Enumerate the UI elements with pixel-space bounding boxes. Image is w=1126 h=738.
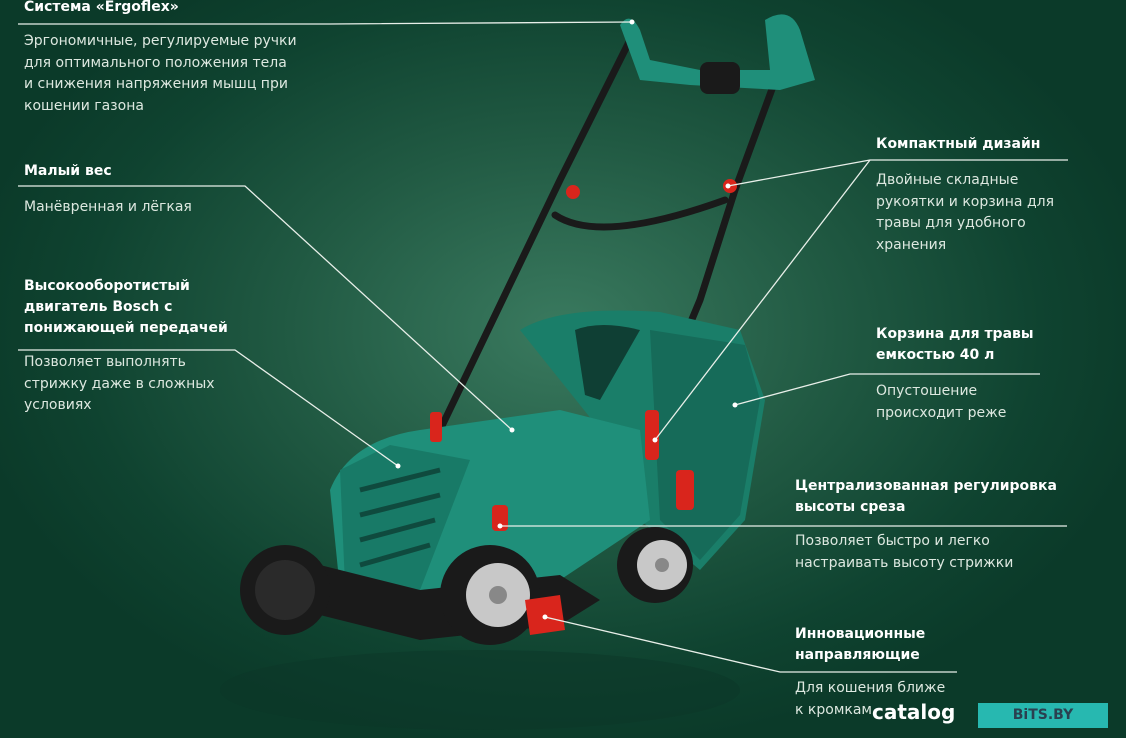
handle-switch — [700, 62, 740, 94]
feature-title: Высокооборотистый — [24, 278, 190, 294]
feature-desc: хранения — [876, 236, 947, 253]
feature-title: двигатель Bosch с — [24, 299, 173, 315]
feature-desc: к кромкам — [795, 701, 872, 718]
feature-desc: рукоятки и корзина для — [876, 193, 1055, 210]
feature-desc: травы для удобного — [876, 215, 1026, 231]
feature-edge-guides: Инновационные направляющие Для кошения б… — [795, 624, 945, 721]
leader-lines — [18, 21, 1068, 673]
fold-clamp — [430, 412, 442, 442]
feature-desc: Манёвренная и лёгкая — [24, 199, 192, 215]
feature-desc: происходит реже — [876, 404, 1007, 421]
feature-desc: настраивать высоту стрижки — [795, 554, 1014, 571]
feature-title: емкостью 40 л — [876, 347, 995, 363]
grass-box-handle — [575, 325, 640, 400]
motor-cover — [340, 445, 470, 590]
wheel — [440, 545, 540, 645]
feature-desc: кошении газона — [24, 97, 144, 114]
grass-box-latch — [676, 470, 694, 510]
feature-ergoflex: Система «Ergoflex» Эргономичные, регулир… — [24, 0, 297, 117]
motor-vents — [359, 467, 441, 568]
feature-title: Корзина для травы — [876, 326, 1034, 342]
feature-title: направляющие — [795, 647, 920, 663]
feature-title: Компактный дизайн — [876, 136, 1041, 152]
feature-title: Система «Ergoflex» — [24, 0, 179, 15]
feature-desc: Для кошения ближе — [795, 680, 946, 696]
feature-desc: Двойные складные — [876, 172, 1019, 188]
wheel — [617, 527, 693, 603]
feature-desc: Позволяет быстро и легко — [795, 533, 990, 549]
feature-desc: Эргономичные, регулируемые ручки — [24, 33, 297, 49]
feature-desc: и снижения напряжения мышц при — [24, 76, 288, 92]
feature-desc: условиях — [24, 397, 92, 413]
feature-compact: Компактный дизайн Двойные складные рукоя… — [876, 134, 1054, 256]
feature-motor: Высокооборотистый двигатель Bosch с пони… — [24, 276, 228, 417]
feature-title: Малый вес — [24, 163, 112, 179]
watermark-text: catalog — [872, 700, 956, 724]
feature-desc: Позволяет выполнять — [24, 354, 186, 370]
feature-desc: для оптимального положения тела — [24, 54, 287, 71]
feature-title: Инновационные — [795, 626, 926, 642]
leader-dots — [395, 19, 738, 620]
feature-height-adjust: Централизованная регулировка высоты срез… — [795, 476, 1057, 574]
feature-desc: стрижку даже в сложных — [24, 375, 215, 392]
feature-title: Централизованная регулировка — [795, 478, 1057, 494]
feature-title: понижающей передачей — [24, 320, 228, 336]
feature-grass-box: Корзина для травы емкостью 40 л Опустоше… — [876, 324, 1034, 424]
feature-title: высоты среза — [795, 499, 906, 515]
ergoflex-grip — [620, 14, 815, 90]
fold-clamp — [566, 185, 580, 199]
wheel — [240, 545, 330, 635]
watermark-badge: BiTS.BY — [978, 703, 1108, 728]
feature-light-weight: Малый вес Манёвренная и лёгкая — [24, 161, 192, 219]
fold-clamp — [645, 410, 659, 460]
feature-desc: Опустошение — [876, 383, 978, 399]
height-adjust-lever — [492, 505, 508, 531]
